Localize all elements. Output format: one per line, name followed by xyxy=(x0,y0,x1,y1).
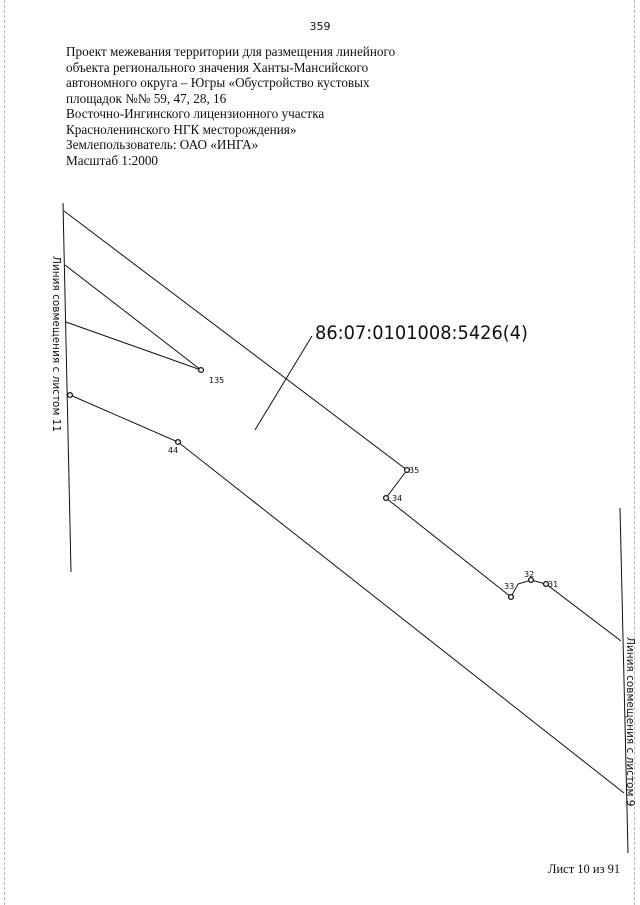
title-line-3: автономного округа – Югры «Обустройство … xyxy=(66,75,370,90)
title-line-2: объекта регионального значения Ханты-Ман… xyxy=(66,59,369,75)
land-user: Землепользователь: ОАО «ИНГА» xyxy=(66,137,259,152)
vertex-35 xyxy=(403,466,411,474)
point-label: 31 xyxy=(548,580,558,589)
vertex-32 xyxy=(527,576,535,584)
boundary-lower-polyline xyxy=(69,394,625,794)
vertex-start-lower xyxy=(66,391,74,399)
title-line-1: Проект межевания территории для размещен… xyxy=(66,44,396,59)
boundary-to-135-b xyxy=(65,321,202,371)
title-line-6: Красноленинского НГК месторождения» xyxy=(66,121,297,137)
title-line-4: площадок №№ 59, 47, 28, 16 xyxy=(66,90,227,106)
title-line-5: Восточно-Ингинского лицензионного участк… xyxy=(66,106,325,121)
match-line-left xyxy=(62,202,72,573)
scan-left-edge xyxy=(4,0,5,905)
point-label: 35 xyxy=(409,466,419,475)
point-label: 135 xyxy=(209,376,224,385)
point-label: 44 xyxy=(168,446,178,455)
page-number: 359 xyxy=(309,20,331,33)
vertex-33 xyxy=(507,593,515,601)
point-label: 32 xyxy=(524,570,534,579)
parcel-label: 86:07:0101008:5426(4) xyxy=(315,322,528,344)
scan-right-edge xyxy=(634,0,635,905)
boundary-top-edge xyxy=(63,210,408,471)
vertex-135 xyxy=(197,366,205,374)
match-line-left-label: Линия совмещения с листом 11 xyxy=(50,256,62,432)
match-line-right xyxy=(619,507,629,854)
vertex-44 xyxy=(174,438,182,446)
scale: Масштаб 1:2000 xyxy=(66,152,159,168)
vertex-34 xyxy=(382,494,390,502)
boundary-upper-polyline xyxy=(385,469,622,642)
point-label: 34 xyxy=(392,494,402,503)
parcel-leader-line xyxy=(254,335,313,431)
point-label: 33 xyxy=(504,582,514,591)
boundary-to-135-a xyxy=(64,264,202,371)
vertex-31 xyxy=(542,580,550,588)
match-line-right-label: Линия совмещения с листом 9 xyxy=(624,637,636,806)
sheet-counter: Лист 10 из 91 xyxy=(548,862,621,876)
title-block: Проект межевания территории для размещен… xyxy=(66,44,426,168)
